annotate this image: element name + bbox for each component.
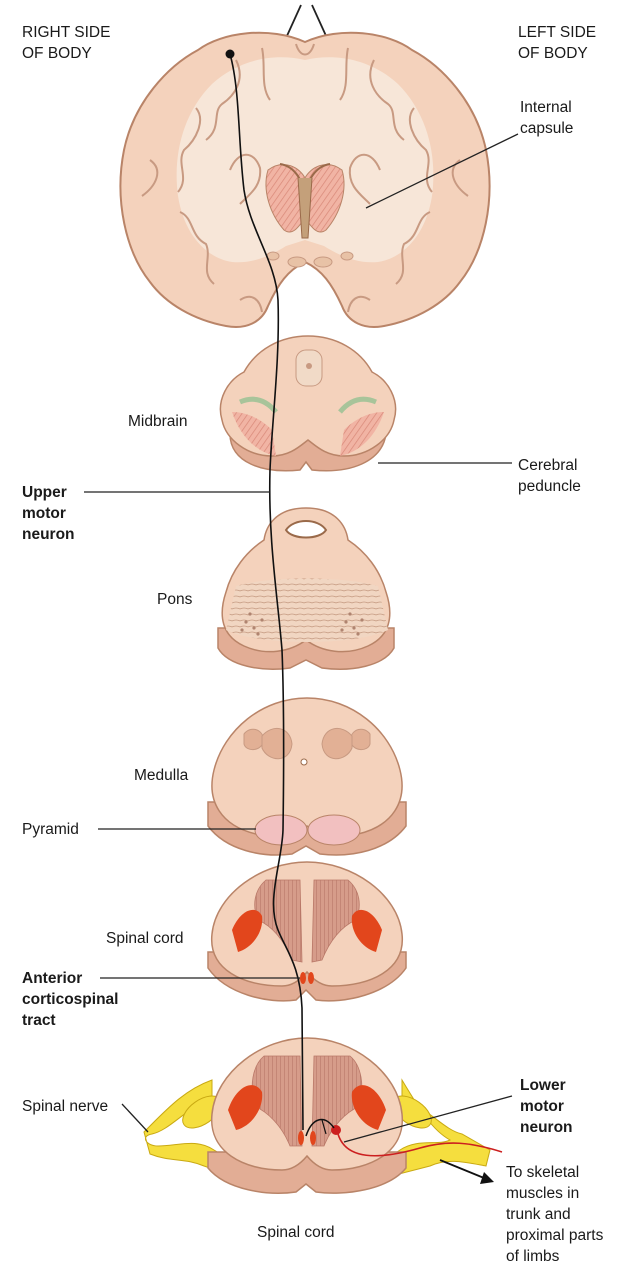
medulla-label: Medulla xyxy=(134,765,188,786)
brain-coronal-section xyxy=(120,5,489,327)
anterior-corticospinal-tract-label: Anterior corticospinal tract xyxy=(22,968,118,1031)
spinal-cord-upper-label: Spinal cord xyxy=(106,928,184,949)
spinal-nerve-label: Spinal nerve xyxy=(22,1096,108,1117)
pons-section xyxy=(218,508,394,669)
spinal-cord-lower-section xyxy=(144,1038,502,1193)
cerebral-peduncle-label: Cerebral peduncle xyxy=(518,455,581,497)
midbrain-section xyxy=(220,336,395,471)
spinal-cord-lower-label: Spinal cord xyxy=(257,1222,335,1243)
medulla-section xyxy=(208,698,406,855)
left-side-label: LEFT SIDE OF BODY xyxy=(518,22,596,64)
midbrain-label: Midbrain xyxy=(128,411,187,432)
internal-capsule-label: Internal capsule xyxy=(520,97,573,139)
pyramid-label: Pyramid xyxy=(22,819,79,840)
spinal-cord-upper-section xyxy=(208,862,406,1001)
upper-motor-neuron-label: Upper motor neuron xyxy=(22,482,75,545)
pons-label: Pons xyxy=(157,589,192,610)
right-side-label: RIGHT SIDE OF BODY xyxy=(22,22,110,64)
lower-motor-neuron-label: Lower motor neuron xyxy=(520,1075,573,1138)
to-skeletal-muscles-label: To skeletal muscles in trunk and proxima… xyxy=(506,1162,603,1262)
